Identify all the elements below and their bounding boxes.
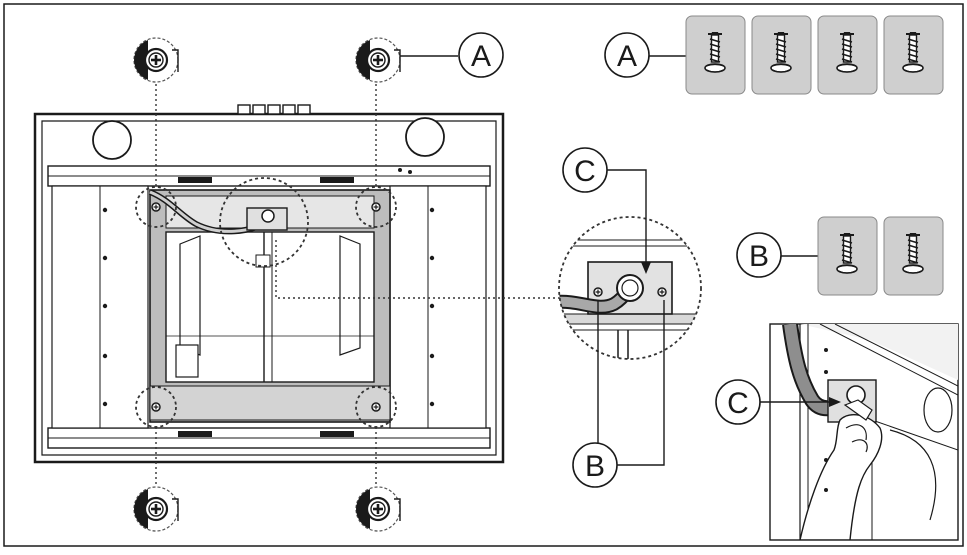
light-right: [405, 117, 445, 157]
magnifier-callouts: C B: [562, 147, 665, 488]
screw-detail-top-left: [132, 36, 180, 84]
motor-assembly: [166, 232, 374, 382]
range-hood: [33, 104, 505, 464]
light-left: [92, 120, 132, 160]
callout-b-circle-1: [736, 232, 782, 278]
screw-detail-bottom-right: [354, 485, 402, 533]
callout-b-label-2: B: [585, 450, 605, 483]
callout-c-label-2: C: [727, 387, 749, 420]
screw-set-a: A: [604, 15, 944, 95]
installation-photo: C: [715, 323, 959, 541]
screw-detail-bottom-left: [132, 485, 180, 533]
callout-a-label-1: A: [471, 40, 491, 73]
leader-lines-dotted: [155, 84, 562, 486]
screw-detail-top-right: [354, 36, 402, 84]
callout-b-label-1: B: [749, 240, 769, 273]
callout-a-label-2: A: [617, 40, 637, 73]
callout-a-circle-1: [458, 32, 504, 78]
callout-c-circle-2: [715, 379, 761, 425]
magnified-detail: [558, 216, 702, 360]
control-buttons: [237, 104, 311, 115]
screw-set-b: B: [736, 216, 944, 296]
callout-c-label-1: C: [574, 155, 596, 188]
callout-a-circle-2: [604, 32, 650, 78]
